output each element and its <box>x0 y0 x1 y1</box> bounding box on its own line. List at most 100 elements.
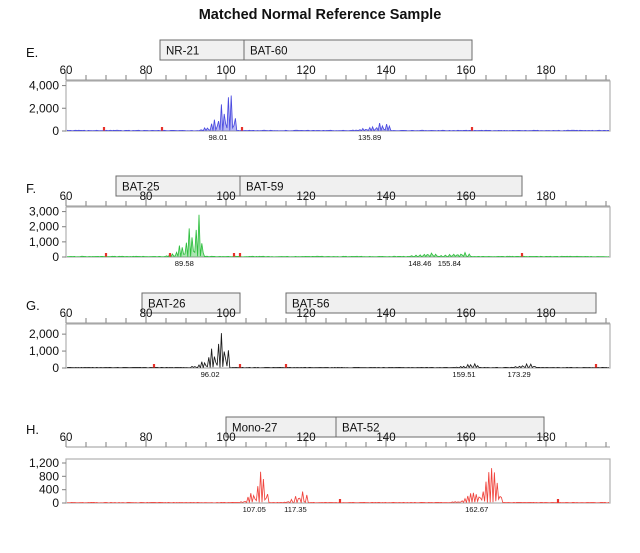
x-tick-label: 140 <box>376 308 395 320</box>
marker-label: NR-21 <box>166 46 199 58</box>
peak-size-label: 173.29 <box>508 370 531 379</box>
panel-letter: E. <box>26 45 38 60</box>
y-tick-label: 2,000 <box>29 220 59 234</box>
marker-range-box <box>285 292 597 314</box>
x-tick-label: 160 <box>456 191 475 203</box>
electropherogram-trace <box>67 333 609 368</box>
plot-area <box>65 80 611 132</box>
x-tick-label: 60 <box>60 65 73 77</box>
peak-size-label: 148.46 <box>408 259 431 268</box>
marker-label: BAT-52 <box>342 423 380 435</box>
x-tick-label: 120 <box>296 432 315 444</box>
x-tick-label: 60 <box>60 432 73 444</box>
x-tick-label: 120 <box>296 65 315 77</box>
x-tick-label: 100 <box>216 432 235 444</box>
size-standard-marker <box>556 499 560 503</box>
x-tick-label: 180 <box>536 308 555 320</box>
peak-size-label: 117.35 <box>284 505 307 514</box>
x-tick-label: 100 <box>216 65 235 77</box>
peak-size-label: 89.58 <box>175 259 194 268</box>
x-tick-label: 140 <box>376 432 395 444</box>
size-standard-marker <box>232 253 236 257</box>
trace-clip-group <box>67 468 609 503</box>
marker-range-box <box>239 175 523 197</box>
x-tick-label: 120 <box>296 308 315 320</box>
x-tick-label: 80 <box>140 308 153 320</box>
x-tick-label: 160 <box>456 65 475 77</box>
size-standard-marker <box>594 364 598 368</box>
marker-range-box <box>335 416 545 438</box>
size-standard-marker <box>160 127 164 131</box>
electropherogram-trace <box>67 95 609 131</box>
electropherogram-trace <box>67 468 609 503</box>
y-tick-label: 1,000 <box>29 344 59 358</box>
panel-letter: F. <box>26 181 36 196</box>
plot-area <box>65 206 611 258</box>
size-standard-marker <box>238 364 242 368</box>
size-standard-marker <box>102 127 106 131</box>
x-tick-label: 140 <box>376 65 395 77</box>
peak-size-label: 135.89 <box>358 133 381 142</box>
panel-F: F. BAT-25 BAT-59 60 80 100 120 140 160 180 01,0002… <box>26 175 611 268</box>
size-standard-marker <box>520 253 524 257</box>
marker-label: BAT-60 <box>250 46 288 58</box>
panel-group: E. NR-21 BAT-60 60 80 100 120 140 160 180 0 2,000 4,… <box>26 39 611 514</box>
marker-label: BAT-56 <box>292 299 330 311</box>
panel-letter: G. <box>26 298 40 313</box>
peak-size-label: 107.05 <box>243 505 266 514</box>
size-standard-marker <box>470 127 474 131</box>
x-tick-label: 180 <box>536 191 555 203</box>
trace-clip-group <box>67 95 609 131</box>
x-tick-label: 100 <box>216 308 235 320</box>
y-tick-label: 0 <box>52 250 59 264</box>
y-tick-label: 3,000 <box>29 205 59 219</box>
x-tick-label: 100 <box>216 191 235 203</box>
y-tick-label: 0 <box>52 496 59 510</box>
peak-size-label: 98.01 <box>209 133 228 142</box>
y-tick-label: 800 <box>39 469 59 483</box>
peak-size-label: 96.02 <box>201 370 220 379</box>
trace-clip-group <box>67 214 609 257</box>
size-standard-marker <box>338 499 342 503</box>
marker-label: BAT-25 <box>122 182 160 194</box>
marker-label: Mono-27 <box>232 423 277 435</box>
figure-title: Matched Normal Reference Sample <box>199 7 442 23</box>
peak-size-label: 162.67 <box>465 505 488 514</box>
x-tick-label: 160 <box>456 308 475 320</box>
x-tick-label: 80 <box>140 65 153 77</box>
y-tick-label: 0 <box>52 361 59 375</box>
x-tick-label: 60 <box>60 191 73 203</box>
y-tick-label: 1,000 <box>29 235 59 249</box>
x-tick-label: 120 <box>296 191 315 203</box>
x-tick-label: 140 <box>376 191 395 203</box>
y-tick-label: 0 <box>52 124 59 138</box>
size-standard-marker <box>238 253 242 257</box>
x-tick-label: 180 <box>536 65 555 77</box>
peak-size-label: 155.84 <box>438 259 461 268</box>
size-standard-marker <box>240 127 244 131</box>
x-tick-label: 80 <box>140 432 153 444</box>
y-tick-label: 1,200 <box>29 456 59 470</box>
x-tick-label: 80 <box>140 191 153 203</box>
y-tick-label: 400 <box>39 483 59 497</box>
y-tick-label: 4,000 <box>29 79 59 93</box>
trace-clip-group <box>67 333 609 368</box>
x-tick-label: 160 <box>456 432 475 444</box>
marker-range-box <box>243 39 473 61</box>
electropherogram-trace <box>67 214 609 257</box>
x-tick-label: 60 <box>60 308 73 320</box>
plot-area <box>65 323 611 369</box>
plot-area <box>65 458 611 504</box>
marker-range-box <box>141 292 241 314</box>
marker-label: BAT-59 <box>246 182 284 194</box>
size-standard-marker <box>104 253 108 257</box>
panel-E: E. NR-21 BAT-60 60 80 100 120 140 160 180 0 2,000 4,… <box>26 39 611 142</box>
y-tick-label: 2,000 <box>29 101 59 115</box>
panel-letter: H. <box>26 422 39 437</box>
size-standard-marker <box>284 364 288 368</box>
y-tick-label: 2,000 <box>29 327 59 341</box>
peak-size-label: 159.51 <box>452 370 475 379</box>
size-standard-marker <box>168 253 172 257</box>
